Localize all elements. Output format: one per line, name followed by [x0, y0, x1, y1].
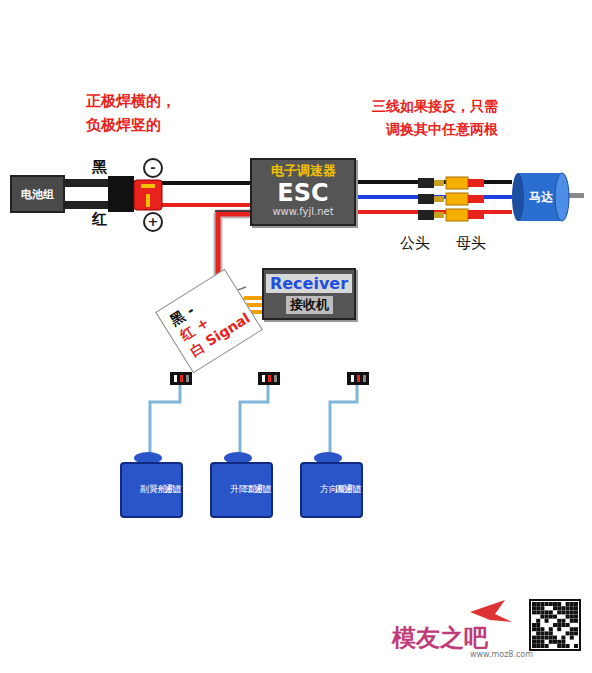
watermark: www.moz8.com	[470, 650, 533, 659]
node-text: 马达	[529, 189, 553, 206]
node-text: 电子调速器	[271, 162, 336, 180]
servo: 升降舵机二通道	[210, 462, 273, 518]
node-text: Receiver	[266, 274, 352, 293]
bullet-connectors	[418, 177, 484, 221]
servo-label: 副翼舵机	[140, 485, 149, 495]
note: 三线如果接反，只需	[372, 98, 498, 116]
servo-label: 升降舵机	[230, 485, 239, 495]
wire-color: 红	[92, 210, 107, 229]
qr-code	[530, 600, 580, 650]
servo-label: 方向舵机	[320, 485, 329, 495]
note: 正极焊横的，	[86, 92, 176, 111]
qr-pattern	[532, 602, 578, 648]
servo-plugs	[170, 372, 369, 385]
connector-name: 公头	[400, 234, 430, 253]
deans-plug	[134, 180, 162, 210]
battery-box: 电池组	[10, 175, 65, 213]
servo: 副翼舵机一通道	[120, 462, 183, 518]
receiver-box: Receiver 接收机	[262, 268, 356, 320]
node-text: 接收机	[286, 296, 333, 314]
battery-lead	[65, 201, 110, 209]
servo-label: 四通道	[335, 485, 344, 495]
battery-lead	[65, 179, 110, 187]
node-text: ESC	[277, 180, 328, 206]
node-text: www.fyjl.net	[272, 206, 333, 217]
wire-color: 黑	[92, 158, 107, 177]
note: 负极焊竖的	[86, 116, 161, 135]
polarity-sign: -	[143, 158, 163, 178]
note: 调换其中任意两根	[386, 121, 498, 139]
servo-cables	[150, 385, 357, 460]
motor: 马达	[512, 172, 570, 222]
plug-housing	[108, 176, 134, 212]
wire-callout: 黑 -红 +白 Signal	[155, 269, 263, 374]
polarity-sign: +	[143, 212, 163, 232]
pin-horizontal	[141, 184, 155, 188]
node-text: 电池组	[21, 187, 54, 202]
servo: 方向舵机四通道	[300, 462, 363, 518]
plane-logo	[470, 600, 512, 622]
pin-vertical	[146, 194, 150, 207]
connector-name: 母头	[456, 234, 486, 253]
esc-box: 电子调速器ESCwww.fyjl.net	[250, 158, 356, 226]
servo-label: 一通道	[155, 485, 164, 495]
watermark: 模友之吧	[392, 622, 488, 654]
servo-label: 二通道	[245, 485, 254, 495]
motor-shaft	[568, 193, 584, 198]
